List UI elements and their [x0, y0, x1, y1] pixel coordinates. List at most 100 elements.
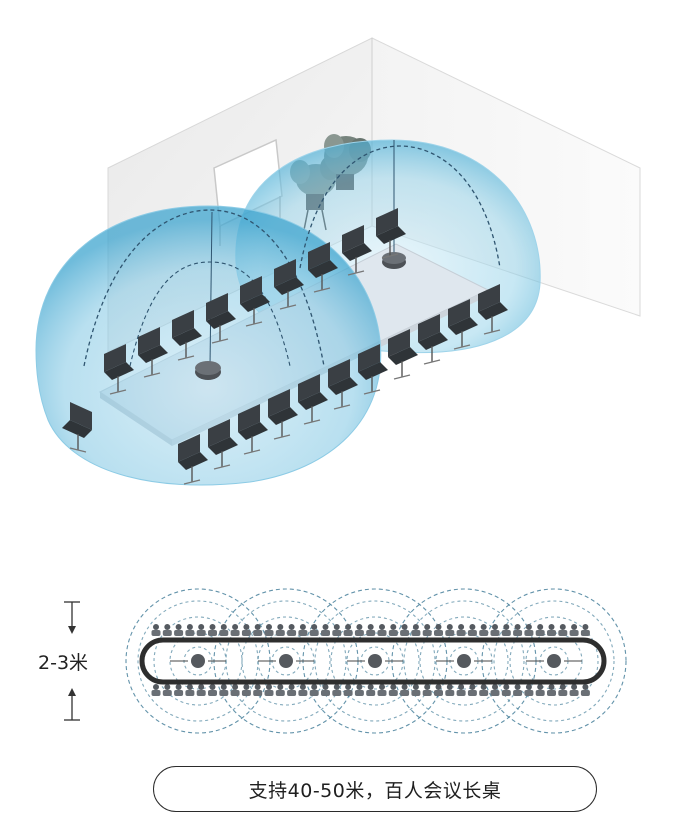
chair-icon: [358, 344, 388, 395]
attendee-icon: [298, 684, 308, 696]
chair-icon: [328, 359, 358, 410]
coverage-ring: [330, 616, 420, 706]
attendee-icon: [185, 624, 195, 636]
attendee-icon: [388, 624, 398, 636]
conference-room-illustration: [35, 37, 641, 486]
speakerphone-icon: [347, 654, 403, 668]
attendee-icon: [366, 624, 376, 636]
attendee-icon: [524, 624, 534, 636]
attendee-icon: [354, 624, 364, 636]
attendee-icon: [501, 684, 511, 696]
attendee-icon: [343, 684, 353, 696]
attendee-icon: [219, 684, 229, 696]
attendee-icon: [174, 684, 184, 696]
attendee-icon: [230, 684, 240, 696]
attendee-icon: [253, 684, 263, 696]
attendee-icon: [490, 624, 500, 636]
attendee-icon: [354, 684, 364, 696]
attendee-icon: [196, 684, 206, 696]
attendee-icon: [467, 684, 477, 696]
attendee-icon: [264, 624, 274, 636]
top-down-coverage-diagram: [64, 588, 627, 734]
attendee-icon: [321, 624, 330, 636]
attendee-icon: [309, 684, 319, 696]
dimension-arrow-icon: [64, 601, 80, 721]
chair-icon: [308, 242, 338, 293]
chair-icon: [274, 259, 304, 310]
attendee-icon: [513, 684, 523, 696]
attendee-icon: [377, 624, 387, 636]
chair-icon: [240, 276, 270, 327]
coverage-ring: [241, 616, 331, 706]
chair-icon: [418, 314, 448, 365]
chair-icon: [388, 329, 418, 380]
attendee-icon: [241, 684, 251, 696]
attendee-icon: [535, 684, 545, 696]
table-width-label: 2-3米: [38, 652, 89, 674]
speakerphone-icon: [382, 252, 406, 269]
chair-icon: [238, 404, 268, 455]
attendee-icon: [241, 624, 251, 636]
attendee-icon: [445, 624, 455, 636]
attendee-icon: [253, 624, 263, 636]
attendee-icon: [208, 684, 217, 696]
speaker-group: [170, 654, 582, 668]
attendee-icon: [151, 684, 161, 696]
attendee-group: [151, 624, 590, 696]
attendee-icon: [219, 624, 229, 636]
attendee-icon: [400, 684, 410, 696]
chair-icon: [172, 310, 202, 361]
chair-icon: [376, 208, 406, 259]
attendee-icon: [490, 684, 500, 696]
long-table-outline: [139, 637, 607, 685]
attendee-icon: [513, 624, 523, 636]
attendee-icon: [400, 624, 410, 636]
attendee-icon: [151, 624, 161, 636]
attendee-icon: [411, 624, 421, 636]
speakerphone-icon: [258, 654, 314, 668]
chair-group: [62, 208, 508, 485]
attendee-icon: [547, 684, 556, 696]
chair-icon: [208, 419, 238, 470]
attendee-icon: [434, 684, 443, 696]
speakerphone-icon: [195, 361, 221, 380]
attendee-icon: [580, 684, 590, 696]
chair-icon: [448, 299, 478, 350]
attendee-icon: [275, 684, 285, 696]
coverage-ring: [493, 600, 615, 722]
attendee-icon: [287, 684, 297, 696]
attendee-icon: [456, 684, 466, 696]
chair-icon: [268, 389, 298, 440]
attendee-icon: [230, 624, 240, 636]
chair-icon: [178, 434, 208, 485]
attendee-icon: [558, 684, 568, 696]
attendee-icon: [174, 624, 184, 636]
attendee-icon: [535, 624, 545, 636]
capacity-caption: 支持40-50米，百人会议长桌: [153, 766, 597, 812]
chair-icon: [478, 284, 508, 335]
attendee-icon: [275, 624, 285, 636]
attendee-icon: [208, 624, 217, 636]
attendee-icon: [434, 624, 443, 636]
attendee-icon: [422, 624, 432, 636]
attendee-icon: [422, 684, 432, 696]
attendee-icon: [456, 624, 466, 636]
attendee-icon: [343, 624, 353, 636]
attendee-icon: [547, 624, 556, 636]
attendee-icon: [332, 624, 342, 636]
coverage-ring: [314, 600, 436, 722]
attendee-icon: [558, 624, 568, 636]
speakerphone-icon: [526, 654, 582, 668]
attendee-icon: [445, 684, 455, 696]
attendee-icon: [298, 624, 308, 636]
chair-icon: [138, 327, 168, 378]
coverage-ring: [419, 616, 509, 706]
attendee-icon: [162, 684, 172, 696]
attendee-icon: [580, 624, 590, 636]
attendee-icon: [411, 684, 421, 696]
chair-icon: [104, 344, 134, 395]
attendee-icon: [264, 684, 274, 696]
speakerphone-icon: [170, 654, 226, 668]
attendee-icon: [321, 684, 330, 696]
attendee-icon: [467, 624, 477, 636]
